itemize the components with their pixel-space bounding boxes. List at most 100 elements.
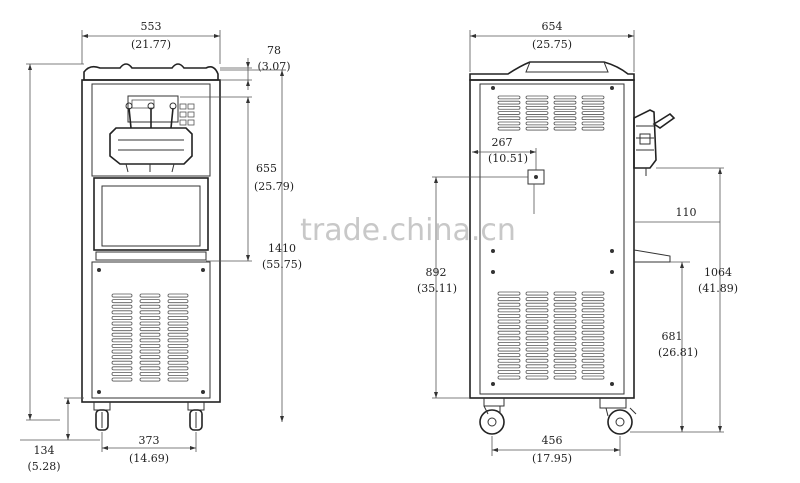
side-casters-mm: 456 [542,434,563,447]
vent-slot [111,343,133,348]
vent-slot [167,343,189,348]
vent-slot [525,126,549,131]
vent-slot [167,293,189,298]
vent-slot [497,116,521,121]
vent-slot [525,325,549,330]
vent-slot [111,349,133,354]
vent-slot [581,358,605,363]
vent-slot [111,377,133,382]
vent-slot [525,319,549,324]
side-drip-tray [633,249,671,263]
front-lower-panel [91,261,211,399]
vent-slot [111,360,133,365]
vent-slot [553,341,577,346]
front-base-mm: 134 [34,444,55,457]
vent-slot [167,327,189,332]
side-caster-right [599,398,637,435]
side-tray-height-mm: 681 [662,330,683,343]
vent-slot [139,338,161,343]
vent-slot [497,106,521,110]
dispense-handles [125,102,177,173]
vent-slot [553,375,577,380]
front-caster-left [93,402,111,431]
dim-front-top [220,58,252,90]
front-vent-grille [111,293,189,382]
front-body [81,79,221,403]
vent-slot [139,349,161,354]
vent-slot [497,375,521,380]
vent-slot [525,341,549,346]
vent-slot [553,291,577,296]
vent-slot [525,358,549,363]
vent-slot [525,116,549,121]
vent-slot [581,308,605,313]
watermark-text: trade.china.cn [300,213,516,248]
vent-slot [553,116,577,121]
vent-slot [497,341,521,346]
vent-slot [111,332,133,337]
vent-slot [497,369,521,374]
vent-slot [525,347,549,352]
vent-slot [581,291,605,296]
dispense-head [109,127,193,165]
vent-slot [167,321,189,326]
vent-slot [553,302,577,307]
front-total-in: (55.75) [262,258,302,271]
vent-slot [167,360,189,365]
vent-slot [581,330,605,335]
vent-slot [581,364,605,369]
vent-slot [581,100,605,105]
vent-slot [581,325,605,330]
vent-slot [111,315,133,320]
vent-slot [525,121,549,126]
vent-slot [553,369,577,374]
vent-slot [581,375,605,380]
vent-slot [525,353,549,358]
dim-front-total [220,69,286,422]
side-vent-grille-top [497,95,605,131]
vent-slot [167,338,189,343]
vent-slot [581,341,605,346]
dim-front-left [26,63,84,421]
vent-slot [525,313,549,318]
vent-slot [167,355,189,360]
vent-slot [139,366,161,371]
side-vent-grille-bottom [497,291,605,380]
vent-slot [525,95,549,100]
vent-slot [553,330,577,335]
vent-slot [581,95,605,100]
vent-slot [581,297,605,302]
vent-slot [553,308,577,313]
vent-slot [111,366,133,371]
dim-front-casters [101,432,197,452]
vent-slot [497,319,521,324]
dim-side-spout [630,167,724,433]
side-spout-in: (41.89) [698,282,738,295]
vent-slot [525,369,549,374]
vent-slot [553,364,577,369]
side-spout-mm: 1064 [704,266,732,279]
control-buttons [179,103,195,126]
vent-slot [167,315,189,320]
side-depth-in: (25.75) [532,38,572,51]
vent-slot [497,308,521,313]
vent-slot [497,100,521,105]
dim-front-dispense [180,96,252,262]
vent-slot [553,297,577,302]
vent-slot [581,313,605,318]
side-top-hood [469,61,635,81]
vent-slot [167,377,189,382]
vent-slot [497,302,521,307]
vent-slot [111,299,133,304]
front-top-mm: 78 [267,44,281,57]
vent-slot [111,310,133,315]
front-width-in: (21.77) [131,38,171,51]
vent-slot [525,336,549,341]
vent-slot [525,364,549,369]
vent-slot [525,291,549,296]
vent-slot [553,313,577,318]
vent-slot [139,377,161,382]
side-casters-in: (17.95) [532,452,572,465]
vent-slot [581,126,605,131]
side-tray-offset-mm: 110 [676,206,697,219]
